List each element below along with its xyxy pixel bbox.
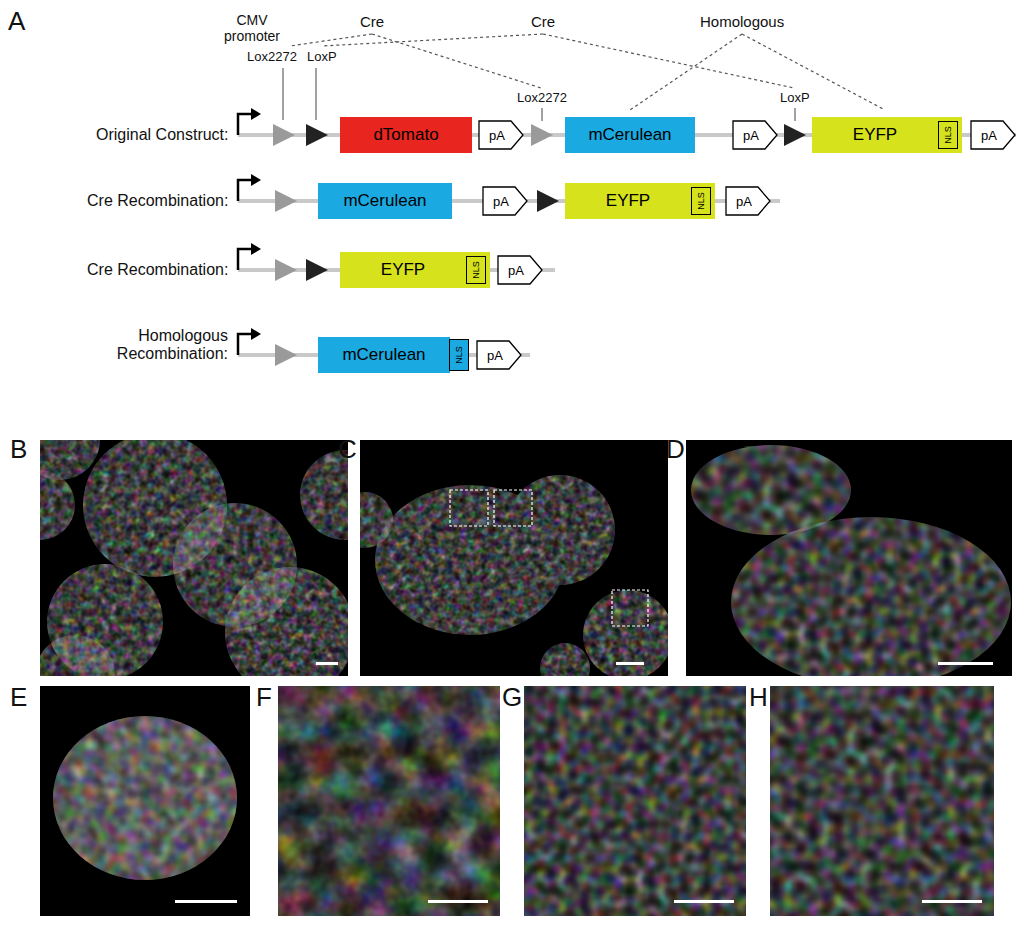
polya-text: pA (508, 263, 524, 278)
gene-name: EYFP (606, 191, 650, 211)
panel-letter: D (666, 435, 685, 465)
site-label: Lox2272 (247, 50, 297, 65)
row-label: Cre Recombination: (87, 192, 228, 210)
site-label: LoxP (307, 50, 337, 65)
recombinase-label: Cre (531, 13, 555, 30)
row-label: Cre Recombination: (87, 261, 228, 279)
gene-name: dTomato (373, 125, 438, 145)
gene-box: EYFP NLS (340, 252, 490, 288)
gene-name: mCerulean (588, 125, 671, 145)
nls-tag: NLS (449, 339, 469, 371)
nls-tag: NLS (691, 187, 711, 215)
polya-text: pA (487, 348, 503, 363)
panel-letter: F (256, 683, 272, 713)
nls-tag: NLS (466, 256, 486, 284)
gene-box: dTomato (340, 117, 472, 153)
recombination-label: Homologous (700, 13, 784, 30)
nls-text: NLS (454, 346, 464, 364)
site-label: Lox2272 (517, 91, 567, 106)
polya-text: pA (743, 128, 759, 143)
polya-signal: pA (482, 186, 528, 216)
gene-name: mCerulean (342, 345, 425, 365)
polya-signal: pA (732, 120, 778, 150)
polya-signal: pA (725, 186, 771, 216)
gene-name: mCerulean (343, 191, 426, 211)
polya-text: pA (489, 128, 505, 143)
panel-letter: H (749, 683, 768, 713)
polya-signal: pA (478, 120, 524, 150)
nls-tag: NLS (938, 121, 958, 149)
panel-letter: C (338, 435, 357, 465)
panel-letter: G (502, 683, 522, 713)
nls-text: NLS (471, 261, 481, 279)
site-label: LoxP (780, 91, 810, 106)
promoter-label: CMV promoter (213, 12, 291, 44)
panel-letter: A (8, 7, 25, 37)
row-label: Homologous Recombination: (98, 327, 228, 364)
recombinase-label: Cre (360, 13, 384, 30)
gene-box: mCerulean (318, 183, 452, 219)
panel-letter: B (10, 435, 27, 465)
gene-box: EYFP NLS (812, 117, 962, 153)
nls-text: NLS (696, 192, 706, 210)
gene-box: mCerulean (565, 117, 695, 153)
row-label: Original Construct: (96, 126, 229, 144)
polya-signal: pA (970, 120, 1016, 150)
gene-box: EYFP NLS (565, 183, 715, 219)
polya-text: pA (981, 128, 997, 143)
polya-text: pA (736, 194, 752, 209)
polya-text: pA (493, 194, 509, 209)
gene-name: EYFP (853, 125, 897, 145)
polya-signal: pA (476, 340, 522, 370)
gene-box: mCerulean (318, 337, 450, 373)
nls-text: NLS (943, 126, 953, 144)
panel-letter: E (10, 683, 27, 713)
polya-signal: pA (497, 255, 543, 285)
gene-name: EYFP (381, 260, 425, 280)
